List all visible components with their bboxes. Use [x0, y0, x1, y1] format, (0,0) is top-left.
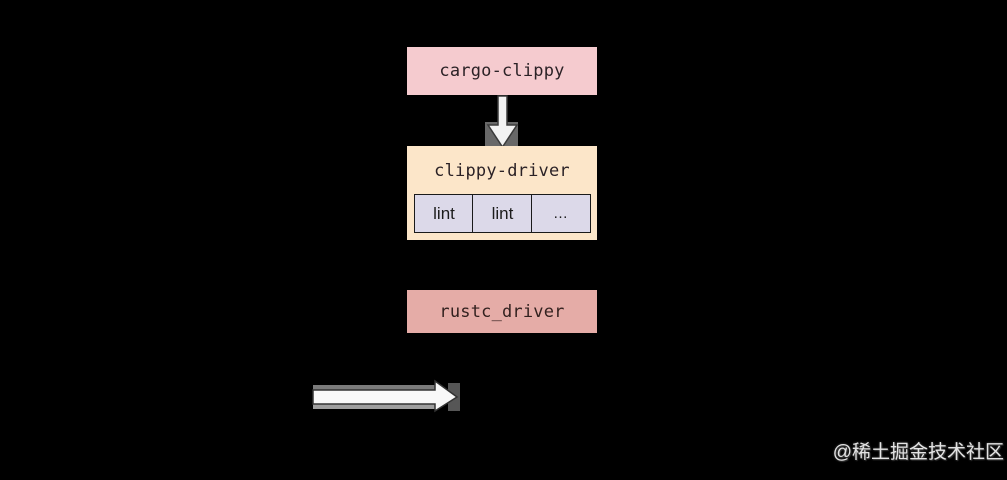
cargo-clippy-label: cargo-clippy	[439, 61, 565, 81]
node-clippy-driver: clippy-driver lint lint …	[407, 146, 597, 240]
node-cargo-clippy: cargo-clippy	[407, 47, 597, 95]
node-rustc-driver: rustc_driver	[407, 290, 597, 333]
watermark-text: @稀土掘金技术社区	[832, 442, 1004, 463]
right-arrow-icon	[312, 379, 460, 413]
clippy-driver-label: clippy-driver	[434, 161, 570, 181]
lint-cell-1: lint	[414, 194, 475, 233]
rustc-driver-label: rustc_driver	[439, 301, 565, 322]
lint-row: lint lint …	[414, 194, 591, 233]
lint-cell-more: …	[530, 194, 591, 233]
down-arrow-icon	[485, 95, 519, 149]
lint-cell-2: lint	[472, 194, 533, 233]
